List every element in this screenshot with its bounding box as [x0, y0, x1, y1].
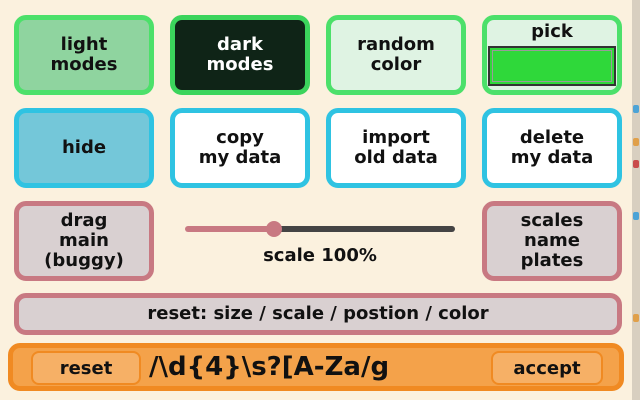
copy-data-button[interactable]: copy my data — [170, 108, 310, 188]
scale-slider[interactable]: scale 100% — [175, 205, 465, 275]
scales-name-plates-button[interactable]: scales name plates — [482, 201, 622, 281]
delete-data-button[interactable]: delete my data — [482, 108, 622, 188]
edge-marker — [633, 138, 639, 146]
edge-marker — [633, 212, 639, 220]
edge-marker — [633, 314, 639, 322]
dark-modes-button[interactable]: dark modes — [170, 15, 310, 95]
color-swatch[interactable] — [488, 46, 616, 86]
background-page-edge — [632, 0, 640, 400]
reset-all-button[interactable]: reset: size / scale / postion / color — [14, 293, 622, 335]
edge-marker — [633, 160, 639, 168]
scale-label: scale 100% — [263, 245, 377, 266]
light-modes-button[interactable]: light modes — [14, 15, 154, 95]
edge-marker — [633, 105, 639, 113]
regex-bar: reset /\d{4}\s?[A-Za/g accept — [8, 343, 624, 391]
slider-track — [274, 226, 455, 232]
regex-accept-button[interactable]: accept — [491, 351, 603, 385]
pick-label: pick — [531, 21, 573, 42]
pick-color-button[interactable]: pick — [482, 15, 622, 95]
regex-input[interactable]: /\d{4}\s?[A-Za/g — [149, 352, 390, 382]
slider-thumb[interactable] — [266, 221, 282, 237]
random-color-button[interactable]: random color — [326, 15, 466, 95]
import-data-button[interactable]: import old data — [326, 108, 466, 188]
slider-track-filled — [185, 226, 274, 232]
hide-button[interactable]: hide — [14, 108, 154, 188]
regex-reset-button[interactable]: reset — [31, 351, 141, 385]
drag-main-button[interactable]: drag main (buggy) — [14, 201, 154, 281]
